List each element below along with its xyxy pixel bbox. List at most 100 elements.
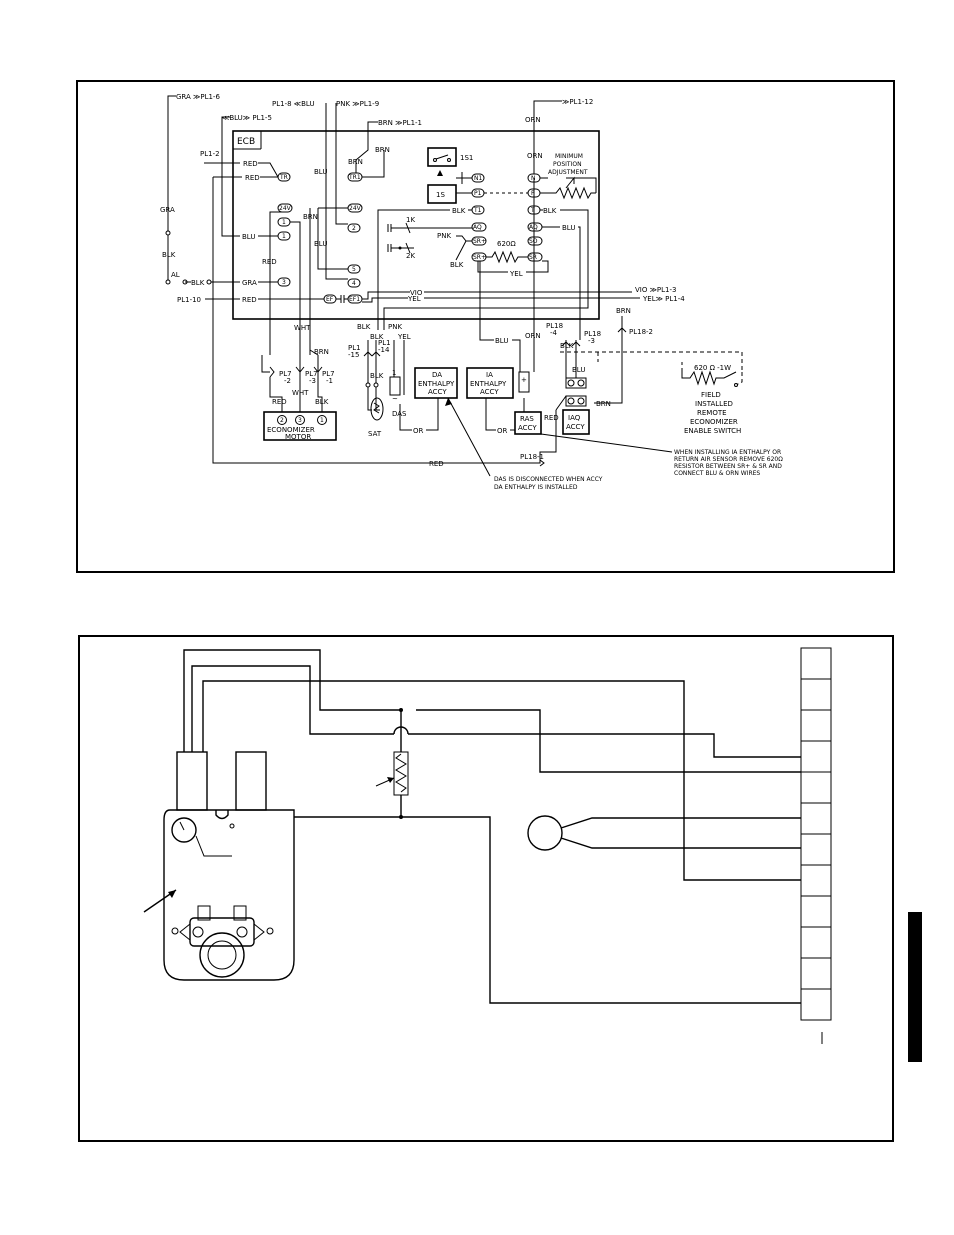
wire-label: PNK [437, 232, 451, 240]
ras-label: ACCY [518, 424, 537, 432]
svg-text:TR1: TR1 [348, 174, 361, 181]
wire-label: PNK ≫PL1-9 [336, 100, 379, 108]
wire-label: OR [497, 427, 508, 435]
note-ia: WHEN INSTALLING IA ENTHALPY OR [674, 449, 781, 456]
wire-label: BLK [191, 279, 205, 287]
potentiometer [393, 751, 409, 796]
iaq-accy [562, 409, 590, 435]
gauge-icon [171, 817, 197, 843]
svg-text:EF1: EF1 [349, 296, 360, 303]
wire-label: BLU [562, 224, 575, 232]
switch-label: 1S1 [460, 154, 473, 162]
wire-label: BLK [315, 398, 329, 406]
svg-text:2: 2 [280, 417, 284, 424]
wire-label: -14 [378, 346, 390, 354]
wire-label: ORN [525, 116, 541, 124]
ras-label: RAS [520, 415, 534, 423]
wire-label: BLK [370, 333, 384, 341]
wire-label: PL1-10 [177, 296, 201, 304]
note-ia: RESISTOR BETWEEN SR+ & SR AND [674, 463, 782, 470]
wire-label: RED [262, 258, 277, 266]
wire-label: BLK [370, 372, 384, 380]
note-ia: CONNECT BLU & ORN WIRES [674, 470, 760, 477]
wire-label: BLU [314, 240, 327, 248]
note-ia: RETURN AIR SENSOR REMOVE 620Ω [674, 456, 783, 463]
wire-label: BRN [616, 307, 631, 315]
ecb-terminals-mid: 24V 2 5 4 TR1 EF EF1 [323, 172, 363, 304]
actuator [143, 751, 295, 981]
sensor-circle [527, 815, 563, 851]
svg-text:1: 1 [320, 417, 324, 424]
svg-text:N: N [531, 175, 536, 182]
motor-label: MOTOR [285, 433, 311, 441]
field-switch-label: INSTALLED [695, 400, 733, 408]
wire-label: GRA [160, 206, 175, 214]
wire-label: ORN [525, 332, 541, 340]
svg-text:AQ: AQ [473, 224, 482, 231]
min-position-label: MINIMUM [555, 153, 583, 160]
wire-label: BRN [375, 146, 390, 154]
svg-text:SO: SO [529, 238, 538, 245]
svg-text:+: + [521, 376, 527, 384]
wire-label: BRN [314, 348, 329, 356]
svg-text:P1: P1 [474, 190, 482, 197]
svg-text:P: P [531, 190, 535, 197]
wire-label: -3 [588, 337, 595, 345]
economizer-motor [263, 411, 337, 441]
svg-text:1: 1 [282, 233, 286, 240]
wire-label: BLU [242, 233, 255, 241]
wire-label: YEL [397, 333, 411, 341]
motor-label: ECONOMIZER [267, 426, 315, 434]
sat-sensor [370, 397, 384, 421]
wire-label: PL7 [322, 370, 335, 378]
svg-text:~: ~ [392, 395, 398, 403]
wire-label: RED [544, 414, 559, 422]
svg-text:3: 3 [298, 417, 302, 424]
relay-1s [427, 184, 457, 204]
relay-label: 1S [436, 191, 445, 199]
wire-label: -2 [284, 377, 291, 385]
wire-label: BLK [162, 251, 176, 259]
wire-label: BLK [560, 342, 574, 350]
das-sensor [389, 376, 401, 396]
svg-text:SR: SR [529, 254, 537, 261]
iaq-label: ACCY [566, 423, 585, 431]
wire-label: -3 [309, 377, 316, 385]
resistor-label: 620 Ω -1W [694, 364, 731, 372]
iaq-label: IAQ [568, 414, 581, 422]
wire-label: ≫PL1-12 [562, 98, 593, 106]
wire-label: PL18 [584, 330, 601, 338]
wire-label: WHT [292, 389, 309, 397]
wire-label: YEL [509, 270, 523, 278]
wire-label: PL1 [348, 344, 361, 352]
wire-label: RED [245, 174, 260, 182]
wire-label: PL1-8 ≪BLU [272, 100, 315, 108]
ecb-board [232, 130, 600, 320]
wire-label: VIO ≫PL1-3 [635, 286, 676, 294]
wire-label: BLU [572, 366, 585, 374]
note-das: DAS IS DISCONNECTED WHEN ACCY [494, 476, 603, 483]
svg-text:3: 3 [282, 279, 286, 286]
ecb-terminals-left: TR 24V 1 1 3 [277, 172, 293, 287]
ecb-label: ECB [237, 137, 255, 147]
wire-label: BLU [314, 168, 327, 176]
wire-label: PL7 [279, 370, 292, 378]
field-switch-label: ECONOMIZER [690, 418, 738, 426]
wire-label: RED [429, 460, 444, 468]
wire-label: BLK [452, 207, 466, 215]
wire-label: ORN [527, 152, 543, 160]
wire-label: BRN ≫PL1-1 [378, 119, 422, 127]
wire-label: -4 [550, 329, 558, 337]
terminal-strip [800, 647, 832, 1044]
wire-label: BLU [495, 337, 508, 345]
wire-label: OR [413, 427, 424, 435]
min-position-label: POSITION [553, 161, 582, 168]
wire-label: GRA [242, 279, 257, 287]
field-switch-label: ENABLE SWITCH [684, 427, 741, 435]
section-tab [908, 912, 922, 1062]
wire-label: BLK [450, 261, 464, 269]
ia-label: IA [486, 371, 493, 379]
wire-label: -1 [326, 377, 333, 385]
svg-text:AQ: AQ [529, 224, 538, 231]
wire-label: PL7 [305, 370, 318, 378]
